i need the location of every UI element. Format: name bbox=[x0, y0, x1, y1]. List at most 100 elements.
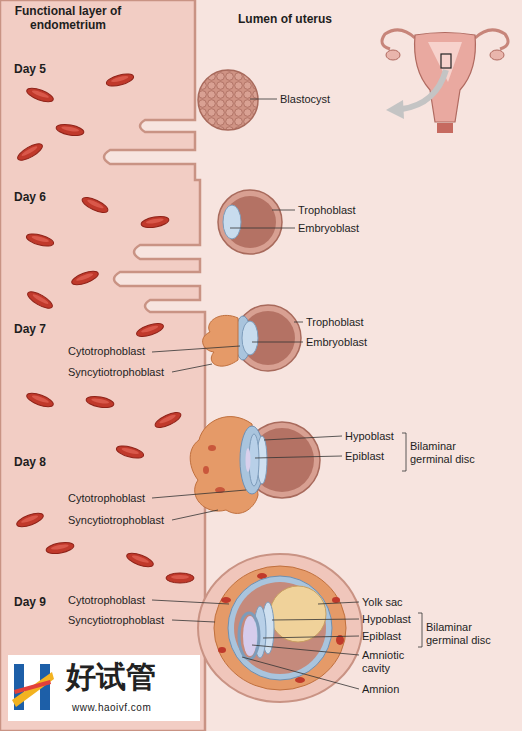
leader-lines-part bbox=[242, 657, 359, 689]
leader-lines-part bbox=[318, 602, 359, 604]
day5-blastocyst-part bbox=[198, 70, 258, 130]
leader-lines-part bbox=[152, 490, 246, 498]
day8-blastocyst-part bbox=[208, 445, 216, 451]
part-label: Trophoblast bbox=[306, 316, 364, 329]
leader-lines-part bbox=[250, 99, 277, 100]
column-heading: Functional layer of endometrium bbox=[12, 4, 124, 33]
part-label: Hypoblast bbox=[362, 613, 411, 626]
blood-cells-part bbox=[140, 215, 169, 230]
part-label: Epiblast bbox=[345, 450, 384, 463]
blood-cells-part bbox=[125, 551, 155, 570]
leader-lines-part bbox=[172, 510, 218, 520]
uterus-inset-part bbox=[441, 54, 451, 68]
watermark-logo-part bbox=[12, 672, 54, 707]
day-label: Day 7 bbox=[14, 322, 46, 336]
blood-cells-part bbox=[15, 511, 45, 530]
day7-blastocyst bbox=[203, 305, 301, 371]
leader-lines-part bbox=[152, 346, 240, 352]
day9-blastocyst-part bbox=[198, 554, 362, 702]
uterus-inset-part bbox=[490, 50, 504, 60]
leader-lines-part bbox=[172, 620, 215, 622]
blood-cells-part bbox=[15, 141, 44, 164]
day9-blastocyst-part bbox=[228, 576, 332, 680]
uterus-inset-part bbox=[437, 123, 453, 133]
blood-cells-part bbox=[25, 289, 54, 312]
column-heading: Lumen of uterus bbox=[238, 12, 332, 26]
part-label: Syncytiotrophoblast bbox=[68, 614, 164, 627]
day9-blastocyst-part bbox=[214, 566, 346, 690]
day6-blastocyst-part bbox=[218, 190, 282, 254]
day-label: Day 5 bbox=[14, 62, 46, 76]
uterus-inset-part bbox=[386, 50, 400, 60]
blood-cells-part bbox=[25, 232, 55, 249]
leader-lines-part bbox=[252, 645, 359, 655]
part-label: Syncytiotrophoblast bbox=[68, 366, 164, 379]
part-label: Embryoblast bbox=[298, 222, 359, 235]
day9-blastocyst-part bbox=[221, 597, 231, 603]
day9-blastocyst-part bbox=[332, 597, 340, 603]
watermark-logo-part bbox=[14, 680, 51, 694]
day7-blastocyst-part bbox=[242, 321, 258, 355]
endometrium-part bbox=[0, 0, 205, 731]
blood-cells-part bbox=[45, 541, 74, 556]
part-label: Yolk sac bbox=[362, 596, 403, 609]
uterus-inset-part bbox=[475, 30, 508, 49]
uterus-inset-part bbox=[402, 70, 446, 109]
part-label: Hypoblast bbox=[345, 430, 394, 443]
day9-blastocyst-part bbox=[243, 616, 257, 656]
blood-cells-part bbox=[70, 269, 100, 288]
day7-blastocyst-part bbox=[241, 311, 295, 365]
blood-cells-part bbox=[55, 123, 84, 138]
day7-blastocyst-part bbox=[235, 305, 301, 371]
uterus-inset bbox=[382, 30, 508, 133]
watermark-text: 好试管 bbox=[66, 660, 156, 693]
day6-blastocyst bbox=[218, 190, 282, 254]
day8-blastocyst-part bbox=[246, 448, 251, 472]
blood-cells-part bbox=[80, 195, 110, 216]
day-label: Day 8 bbox=[14, 455, 46, 469]
blood-cells-part bbox=[105, 72, 135, 89]
watermark-url: www.haoivf.com bbox=[72, 702, 151, 714]
endometrium bbox=[0, 0, 205, 731]
leader-lines-part bbox=[172, 364, 212, 372]
day8-blastocyst-part bbox=[203, 466, 209, 474]
leader-lines-part bbox=[152, 600, 229, 604]
part-label: Amniotic cavity bbox=[362, 649, 422, 675]
leader-lines-part bbox=[294, 322, 303, 323]
leader-lines-part bbox=[402, 433, 406, 471]
day7-blastocyst-part bbox=[203, 315, 238, 366]
leader-lines-part bbox=[255, 456, 342, 458]
part-label: Cytotrophoblast bbox=[68, 345, 145, 358]
blood-cells-part bbox=[85, 395, 114, 410]
day9-blastocyst-part bbox=[234, 582, 326, 674]
day9-blastocyst-part bbox=[239, 613, 259, 659]
part-label: Cytotrophoblast bbox=[68, 492, 145, 505]
uterus-inset-part bbox=[382, 30, 415, 49]
part-label: Trophoblast bbox=[298, 204, 356, 217]
part-label: Syncytiotrophoblast bbox=[68, 514, 164, 527]
leader-lines-part bbox=[230, 228, 295, 229]
blood-cells-part bbox=[135, 321, 165, 339]
part-label: Amnion bbox=[362, 683, 399, 696]
blood-cells-part bbox=[153, 410, 183, 431]
leader-lines-part bbox=[264, 436, 342, 440]
day-label: Day 9 bbox=[14, 595, 46, 609]
uterus-inset-part bbox=[386, 100, 404, 119]
blood-cells-part bbox=[25, 86, 55, 105]
leader-lines bbox=[152, 99, 422, 689]
watermark-logo-part bbox=[8, 655, 200, 721]
day9-blastocyst-part bbox=[270, 586, 326, 642]
part-label: Embryoblast bbox=[306, 336, 367, 349]
leader-lines-part bbox=[272, 210, 295, 211]
day6-blastocyst-part bbox=[223, 205, 241, 239]
part-label: Bilaminar germinal disc bbox=[410, 440, 490, 466]
watermark-logo bbox=[8, 655, 200, 721]
day6-blastocyst-part bbox=[224, 196, 276, 248]
part-label: Epiblast bbox=[362, 630, 401, 643]
day-label: Day 6 bbox=[14, 190, 46, 204]
blood-cells-part bbox=[115, 444, 145, 461]
